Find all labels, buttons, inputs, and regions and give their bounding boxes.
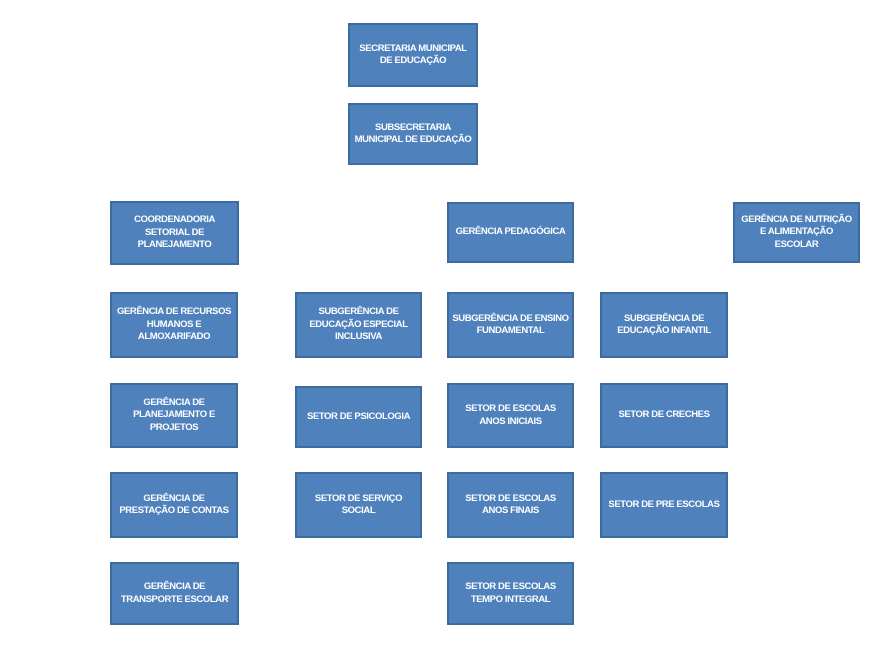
org-box-subgerencia-de-educacao-especial-inclusiva: SUBGERÊNCIA DE EDUCAÇÃO ESPECIAL INCLUSI… — [295, 292, 422, 358]
org-box-label: SETOR DE PRE ESCOLAS — [608, 498, 720, 510]
org-box-setor-de-escolas-tempo-integral: SETOR DE ESCOLAS TEMPO INTEGRAL — [447, 562, 574, 625]
org-box-setor-de-escolas-anos-finais: SETOR DE ESCOLAS ANOS FINAIS — [447, 472, 574, 538]
org-box-label: GERÊNCIA DE PLANEJAMENTO E PROJETOS — [133, 396, 215, 433]
org-box-gerencia-de-recursos-humanos-e-almoxarifado: GERÊNCIA DE RECURSOS HUMANOS E ALMOXARIF… — [110, 292, 238, 358]
org-box-setor-de-creches: SETOR DE CRECHES — [600, 383, 728, 448]
org-box-label: GERÊNCIA DE PRESTAÇÃO DE CONTAS — [119, 492, 229, 516]
org-box-label: SETOR DE CRECHES — [618, 409, 710, 421]
org-box-subsecretaria-municipal-de-educacao: SUBSECRETARIA MUNICIPAL DE EDUCAÇÃO — [348, 103, 478, 165]
org-box-subgerencia-de-ensino-fundamental: SUBGERÊNCIA DE ENSINO FUNDAMENTAL — [447, 292, 574, 358]
org-box-label: SECRETARIA MUNICIPAL DE EDUCAÇÃO — [359, 42, 467, 66]
org-box-label: SUBGERÊNCIA DE EDUCAÇÃO ESPECIAL INCLUSI… — [309, 306, 408, 343]
org-box-label: GERÊNCIA DE TRANSPORTE ESCOLAR — [120, 581, 229, 605]
org-box-gerencia-de-transporte-escolar: GERÊNCIA DE TRANSPORTE ESCOLAR — [110, 562, 239, 625]
org-box-label: SETOR DE SERVIÇO SOCIAL — [314, 492, 403, 516]
org-box-setor-de-pre-escolas: SETOR DE PRE ESCOLAS — [600, 472, 728, 538]
org-box-setor-de-servico-social: SETOR DE SERVIÇO SOCIAL — [295, 472, 422, 538]
org-box-label: SUBSECRETARIA MUNICIPAL DE EDUCAÇÃO — [354, 121, 472, 145]
org-box-gerencia-de-nutricao-e-alimentacao-escolar: GERÊNCIA DE NUTRIÇÃO E ALIMENTAÇÃO ESCOL… — [733, 202, 860, 263]
org-box-label: GERÊNCIA DE NUTRIÇÃO E ALIMENTAÇÃO ESCOL… — [741, 213, 852, 250]
org-box-subgerencia-de-educacao-infantil: SUBGERÊNCIA DE EDUCAÇÃO INFANTIL — [600, 292, 728, 358]
org-box-label: SETOR DE PSICOLOGIA — [306, 410, 411, 422]
org-box-setor-de-escolas-anos-iniciais: SETOR DE ESCOLAS ANOS INICIAIS — [447, 383, 574, 448]
org-box-gerencia-pedagogica: GERÊNCIA PEDAGÓGICA — [447, 202, 574, 263]
org-box-label: GERÊNCIA PEDAGÓGICA — [455, 226, 566, 238]
org-box-label: SUBGERÊNCIA DE ENSINO FUNDAMENTAL — [452, 312, 569, 336]
org-box-gerencia-de-planejamento-e-projetos: GERÊNCIA DE PLANEJAMENTO E PROJETOS — [110, 383, 238, 448]
org-box-gerencia-de-prestacao-de-contas: GERÊNCIA DE PRESTAÇÃO DE CONTAS — [110, 472, 238, 538]
org-box-label: SETOR DE ESCOLAS TEMPO INTEGRAL — [465, 581, 556, 605]
org-box-label: SETOR DE ESCOLAS ANOS FINAIS — [465, 492, 556, 516]
org-box-label: GERÊNCIA DE RECURSOS HUMANOS E ALMOXARIF… — [116, 306, 232, 343]
org-box-label: SETOR DE ESCOLAS ANOS INICIAIS — [465, 403, 556, 427]
org-box-setor-de-psicologia: SETOR DE PSICOLOGIA — [295, 386, 422, 448]
org-box-secretaria-municipal-de-educacao: SECRETARIA MUNICIPAL DE EDUCAÇÃO — [348, 23, 478, 87]
org-box-coordenadoria-setorial-de-planejamento: COORDENADORIA SETORIAL DE PLANEJAMENTO — [110, 201, 239, 265]
org-box-label: COORDENADORIA SETORIAL DE PLANEJAMENTO — [134, 214, 215, 251]
org-box-label: SUBGERÊNCIA DE EDUCAÇÃO INFANTIL — [617, 312, 711, 336]
